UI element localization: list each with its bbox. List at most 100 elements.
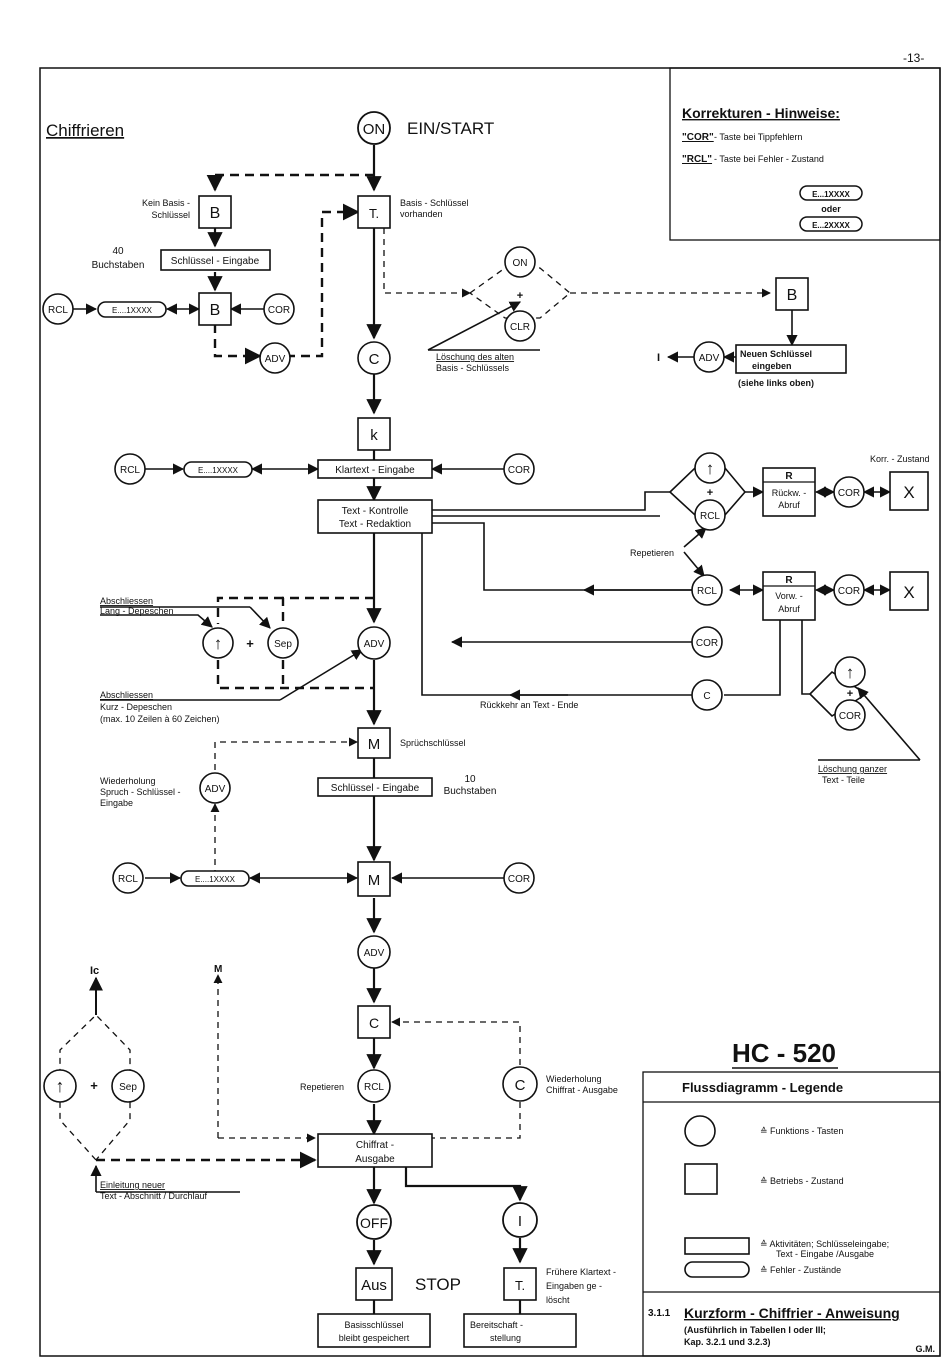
adv-key-new-label: ADV <box>699 353 720 364</box>
rcl-key-recall-label: RCL <box>700 511 720 522</box>
cor-key-recall-back[interactable]: COR <box>833 476 865 508</box>
legend-rect-text2: Text - Eingabe /Ausgabe <box>776 1249 874 1259</box>
adv-key-main[interactable]: ADV <box>357 626 391 660</box>
legend-square <box>684 1163 718 1195</box>
footer-line3: Kap. 3.2.1 und 3.2.3) <box>684 1337 771 1347</box>
klartext-input-box <box>317 459 433 479</box>
state-cipher-text: C <box>369 1015 379 1031</box>
arrow-up-key-delete[interactable]: ↑ <box>834 656 866 688</box>
adv-key-cipher[interactable]: ADV <box>357 935 391 969</box>
model-title: HC - 520 <box>732 1038 836 1068</box>
cor-key-label: "COR" <box>682 132 714 143</box>
or-text: oder <box>821 204 841 214</box>
footer-title: Kurzform - Chiffrier - Anweisung <box>684 1305 900 1321</box>
arrow-up-intro-label: ↑ <box>56 1076 65 1096</box>
arrow-up-key-recall[interactable]: ↑ <box>694 452 726 484</box>
sep-key-intro[interactable]: Sep <box>111 1069 145 1103</box>
error-1-text: E...1XXXX <box>812 190 850 199</box>
rcl-key-forward[interactable]: RCL <box>691 574 723 606</box>
state-t-basis <box>357 195 391 229</box>
c-key-main-label: C <box>369 351 380 368</box>
state-b-new-text: B <box>787 287 798 304</box>
error-state-basis <box>97 301 167 318</box>
plus-delete: + <box>517 290 523 302</box>
main-flow-lines <box>366 145 528 1314</box>
cor-key-recall-forward[interactable]: COR <box>833 574 865 606</box>
arrow-up-delete-label: ↑ <box>846 663 855 682</box>
i-key[interactable]: I <box>502 1202 538 1238</box>
state-x-forward-text: X <box>903 583 914 602</box>
intro-diamond <box>59 976 131 1161</box>
recall-back-box <box>762 467 816 517</box>
recall-forward-r: R <box>785 575 793 586</box>
stop-label: STOP <box>415 1275 461 1294</box>
dashed-flow-lines <box>96 173 374 1169</box>
cor-key-basis[interactable]: COR <box>263 293 295 325</box>
error-state-2 <box>799 216 863 232</box>
letters-label: Buchstaben <box>92 260 145 271</box>
clr-key[interactable]: CLR <box>504 310 536 342</box>
rcl-key-cipher-label: RCL <box>364 1082 384 1093</box>
c-key-main[interactable]: C <box>357 341 391 375</box>
cor-key-basis-label: COR <box>268 305 290 316</box>
on-start-key[interactable]: ON <box>357 111 391 145</box>
rcl-key-klartext[interactable]: RCL <box>114 453 146 485</box>
state-m-key <box>357 727 391 759</box>
sep-key-intro-label: Sep <box>119 1082 137 1093</box>
error-state-1 <box>799 185 863 201</box>
no-key-line1: Kein Basis - <box>142 198 190 208</box>
cipher-out-line2: Ausgabe <box>355 1154 395 1165</box>
state-t-text: T. <box>369 206 379 221</box>
recall-back-line2: Abruf <box>778 500 800 510</box>
off-key[interactable]: OFF <box>356 1204 392 1240</box>
arrow-up-key-close[interactable]: ↑ <box>202 627 234 659</box>
rcl-key-basis[interactable]: RCL <box>42 293 74 325</box>
on-key-delete[interactable]: ON <box>504 246 536 278</box>
error-klartext-text: E....1XXXX <box>198 466 239 475</box>
arrow-up-key-intro[interactable]: ↑ <box>43 1069 77 1103</box>
corrections-title: Korrekturen - Hinweise: <box>682 105 840 121</box>
delete-basis-line1: Löschung des alten <box>436 352 514 362</box>
adv-key-repeat[interactable]: ADV <box>199 772 231 804</box>
thin-dashed-lines <box>213 228 771 1143</box>
legend-circle <box>684 1115 716 1147</box>
cor-key-delete[interactable]: COR <box>834 699 866 731</box>
state-aus <box>355 1267 393 1301</box>
adv-key-basis[interactable]: ADV <box>259 342 291 374</box>
rcl-key-label: "RCL" <box>682 154 712 165</box>
adv-key-new[interactable]: ADV <box>693 341 725 373</box>
sep-key-close-label: Sep <box>274 639 292 650</box>
no-key-line2: Schlüssel <box>151 210 190 220</box>
stored-line1: Basisschlüssel <box>344 1320 403 1330</box>
recall-back-line1: Rückw. - <box>772 488 807 498</box>
state-x-back-text: X <box>903 483 914 502</box>
message-key-input-box <box>317 777 433 797</box>
cor-key-klartext-label: COR <box>508 465 530 476</box>
text-control-box <box>317 499 433 534</box>
cor-key-text[interactable]: COR <box>691 626 723 658</box>
cor-key-message[interactable]: COR <box>503 862 535 894</box>
basis-key-input: Schlüssel - Eingabe <box>171 256 260 267</box>
message-key-count: 10 <box>464 774 476 785</box>
sep-key-close[interactable]: Sep <box>267 627 299 659</box>
error-state-klartext <box>183 461 253 478</box>
c-key-cipher[interactable]: C <box>502 1066 538 1102</box>
recall-back-r: R <box>785 471 793 482</box>
rcl-key-recall[interactable]: RCL <box>694 499 726 531</box>
erased-line2: Eingaben ge - <box>546 1281 602 1291</box>
close-short-line1: Abschliessen <box>100 690 153 700</box>
cor-key-klartext[interactable]: COR <box>503 453 535 485</box>
page-frame <box>39 67 941 1357</box>
state-klartext-text: k <box>370 427 378 444</box>
repeat-label-top: Repetieren <box>630 548 674 558</box>
state-m-entry <box>357 861 391 897</box>
cor-key-message-label: COR <box>508 874 530 885</box>
rcl-key-cipher[interactable]: RCL <box>357 1069 391 1103</box>
rcl-key-message[interactable]: RCL <box>112 862 144 894</box>
state-t-standby <box>503 1267 537 1301</box>
page-number: -13- <box>903 51 924 65</box>
standby-box <box>463 1313 577 1348</box>
start-label: EIN/START <box>407 119 494 138</box>
c-key-text-end[interactable]: C <box>691 679 723 711</box>
rcl-key-basis-label: RCL <box>48 305 68 316</box>
